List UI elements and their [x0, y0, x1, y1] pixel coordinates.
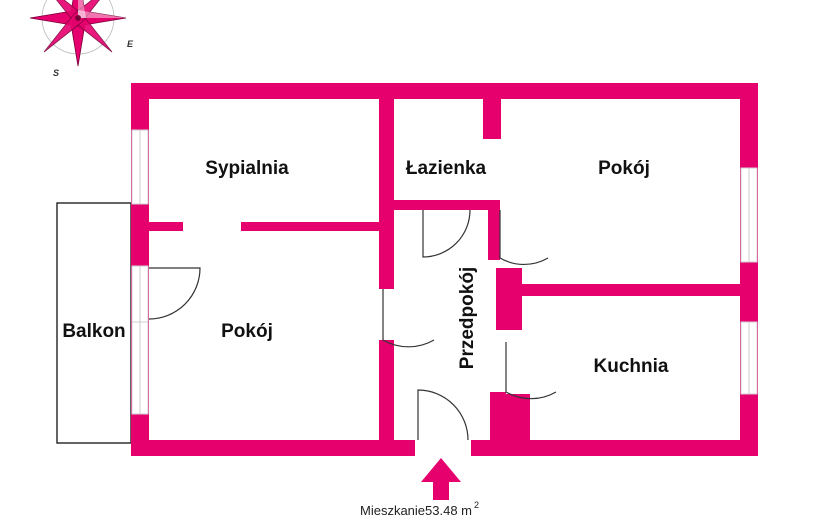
- arrow-up-icon: [421, 458, 461, 500]
- compass-rose-icon: [29, 0, 127, 67]
- compass-letter-s: S: [53, 68, 59, 78]
- area-unit-superscript: 2: [474, 500, 480, 510]
- compass-letter-e: E: [127, 39, 134, 49]
- doors: [148, 209, 557, 441]
- room-label-pokoj-left: Pokój: [221, 321, 273, 342]
- room-label-przedpokoj: Przedpokój: [457, 267, 478, 369]
- area-label: Mieszkanie53.48 m: [360, 503, 472, 518]
- interior-walls: [149, 99, 740, 440]
- room-label-lazienka: Łazienka: [406, 158, 487, 179]
- room-label-balkon: Balkon: [62, 321, 125, 342]
- outer-walls: [131, 83, 758, 456]
- floor-plan: E S: [29, 0, 758, 500]
- window-panes: [139, 130, 750, 414]
- room-label-kuchnia: Kuchnia: [594, 356, 669, 377]
- room-label-sypialnia: Sypialnia: [205, 158, 289, 179]
- entrance-opening: [415, 440, 471, 456]
- room-label-pokoj-right: Pokój: [598, 158, 650, 179]
